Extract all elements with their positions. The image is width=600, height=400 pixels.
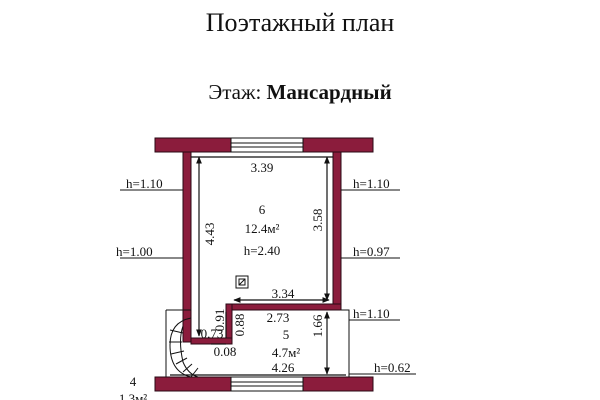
wall-left [182,151,192,343]
walls [154,137,374,392]
dim-step-088-label: 0.88 [232,314,247,337]
room5-outline [165,309,350,377]
height-right-room5-upper: h=1.10 [353,306,390,321]
floor-caption: Этаж: Мансардный [0,80,600,105]
room4-number: 4 [130,374,137,389]
room6-area: 12.4м² [245,221,280,236]
dim-room5-depth-label: 1.66 [310,314,325,337]
dim-top-width-label: 3.39 [251,160,274,175]
window-top [230,137,304,153]
floor-value: Мансардный [266,80,392,104]
height-left-upper: h=1.10 [126,176,163,191]
wall-top-left [154,137,232,153]
dim-right-height-label: 3.58 [310,209,325,232]
dimension-lines [170,156,346,376]
height-right-upper: h=1.10 [353,176,390,191]
dim-step-008-label: 0.08 [214,344,237,359]
dim-room5-width-label: 2.73 [267,310,290,325]
room6-height: h=2.40 [244,243,281,258]
ventilation-marker [235,275,249,289]
room6-number: 6 [259,202,266,217]
room5-area: 4.7м² [272,345,300,360]
room4-area: 1.3м² [119,391,147,400]
labels: 6 12.4м² h=2.40 5 4.7м² 4 1.3м² 3.39 4.4… [116,160,411,400]
dim-partition-width-label: 3.34 [272,286,295,301]
dim-left-height-label: 4.43 [202,223,217,246]
page-title: Поэтажный план [205,8,395,37]
floor-label: Этаж: [208,80,262,104]
height-right-room5-lower: h=0.62 [374,360,411,375]
height-left-lower: h=1.00 [116,244,153,259]
wall-bottom-right [302,376,374,392]
wall-top-right [302,137,374,153]
dim-bottom-width-label: 4.26 [272,360,295,375]
dim-step-091-label: 0.91 [212,309,227,332]
wall-bottom-left [154,376,232,392]
window-bottom [230,376,304,392]
room5-number: 5 [283,327,290,342]
height-right-lower: h=0.97 [353,244,390,259]
height-leaders [120,189,416,375]
dim-step-073-label: 0.73 [201,326,224,341]
wall-right [332,151,342,311]
